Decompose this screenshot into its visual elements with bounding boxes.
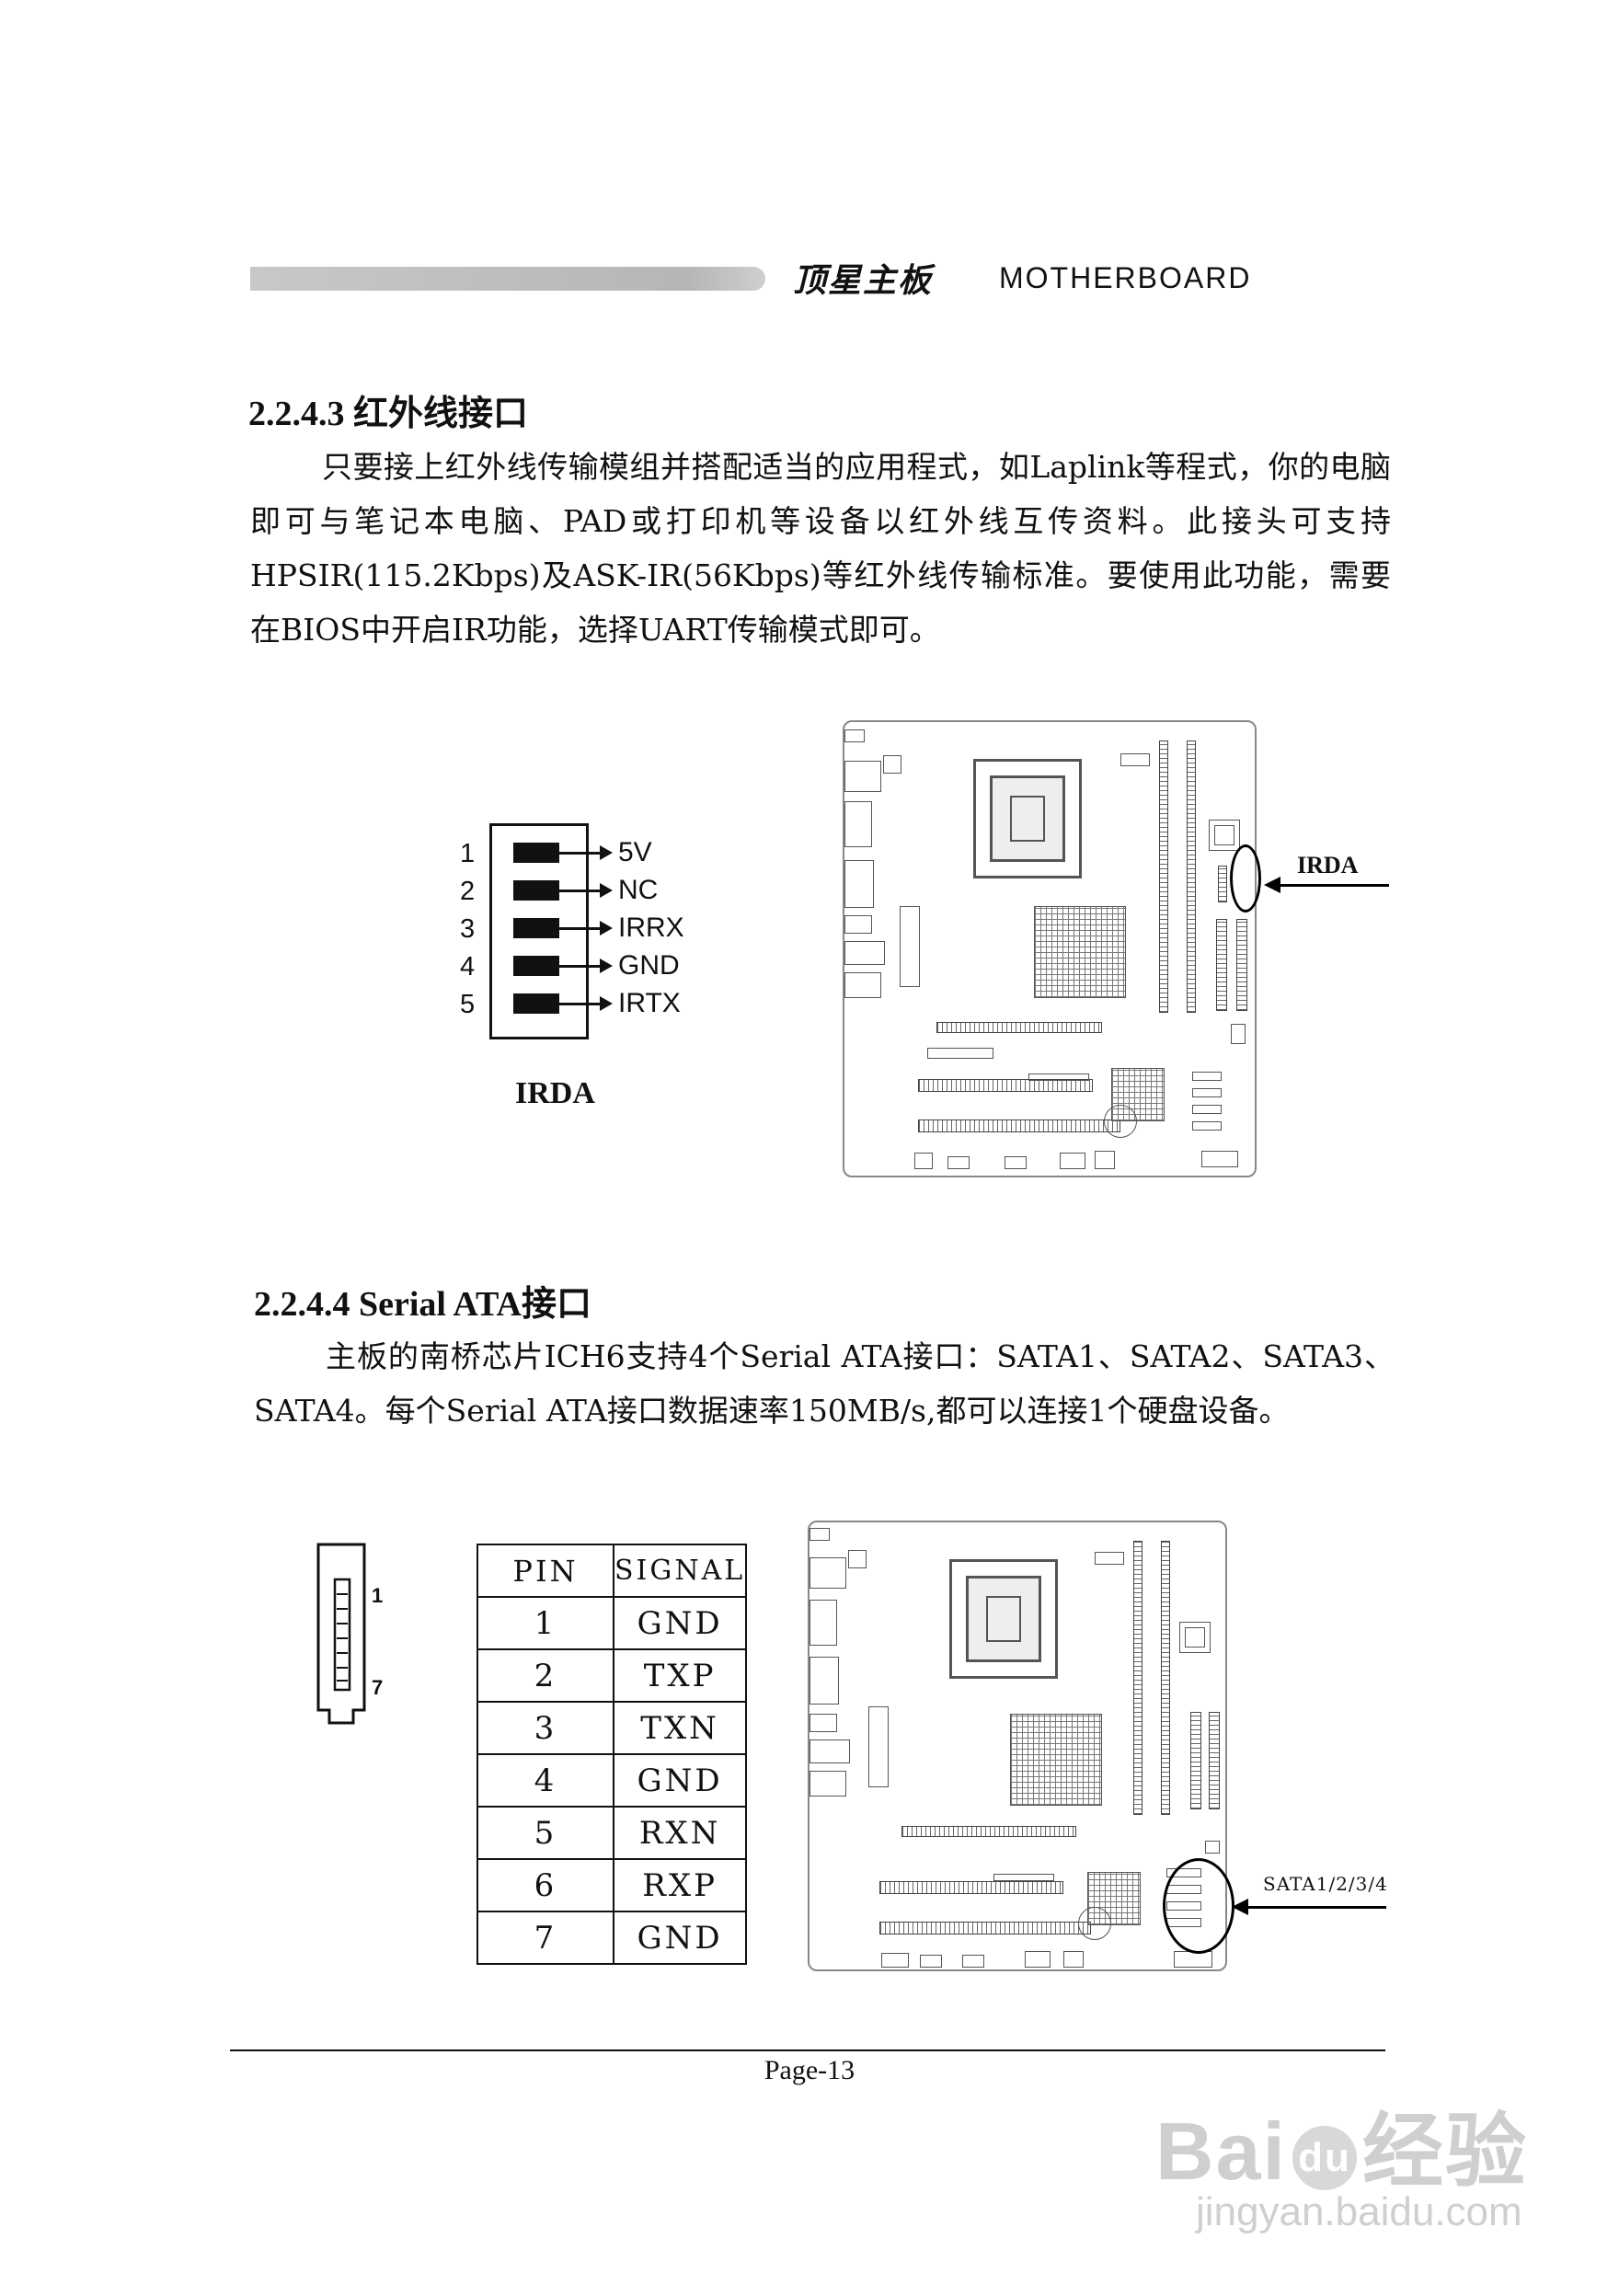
sata-board-label: SATA1/2/3/4 — [1263, 1873, 1388, 1895]
irda-highlight-ring — [1230, 844, 1261, 913]
header-brand: 顶星主板 — [793, 262, 934, 300]
irda-pin-number: 1 — [460, 839, 476, 868]
sata-connector-drawing — [316, 1543, 368, 1727]
header-signal: SIGNAL — [612, 1544, 748, 1598]
sata-pin1-label: 1 — [372, 1584, 384, 1607]
pin-number-cell: 1 — [477, 1596, 614, 1650]
signal-cell: TXN — [612, 1701, 748, 1755]
watermark-url: jingyan.baidu.com — [1196, 2189, 1522, 2234]
paragraph-sata: 主板的南桥芯片ICH6支持4个Serial ATA接口：SATA1、SATA2、… — [254, 1338, 1395, 1429]
pin-number-cell: 7 — [477, 1911, 614, 1965]
header-bar — [250, 267, 765, 291]
irda-pin-signal: IRTX — [618, 988, 681, 1018]
signal-cell: GND — [612, 1596, 748, 1650]
irda-pin-block — [513, 956, 559, 976]
pin-number-cell: 6 — [477, 1858, 614, 1912]
footer-rule — [230, 2049, 1385, 2051]
sata-highlight-ring — [1163, 1858, 1234, 1954]
irda-pin-arrow — [559, 845, 613, 860]
irda-pin-signal: NC — [618, 875, 659, 905]
page-number: Page-13 — [764, 2055, 855, 2085]
section-heading-sata: 2.2.4.4 Serial ATA接口 — [254, 1285, 591, 1324]
sata-pointer-arrow — [1232, 1899, 1386, 1915]
paragraph-irda: 只要接上红外线传输模组并搭配适当的应用程式，如Laplink等程式，你的电脑即可… — [250, 449, 1391, 648]
irda-pin-number: 4 — [460, 952, 476, 982]
irda-pin-row: 2 NC — [460, 875, 662, 906]
irda-pin-signal: IRRX — [618, 913, 684, 943]
watermark-paw: du — [1292, 2125, 1357, 2190]
section-body-irda: 只要接上红外线传输模组并搭配适当的应用程式，如Laplink等程式，你的电脑即可… — [250, 440, 1391, 657]
signal-cell: TXP — [612, 1648, 748, 1703]
irda-pin-arrow — [559, 996, 613, 1011]
irda-connector-outline — [489, 823, 589, 1039]
irda-pin-block — [513, 880, 559, 901]
header-subtitle: MOTHERBOARD — [999, 261, 1252, 294]
irda-pin-signal: GND — [618, 950, 680, 981]
signal-cell: GND — [612, 1753, 748, 1808]
pin-number-cell: 3 — [477, 1701, 614, 1755]
irda-pin-arrow — [559, 959, 613, 973]
motherboard-diagram-sata — [808, 1521, 1227, 1971]
irda-caption: IRDA — [515, 1076, 595, 1110]
signal-cell: RXN — [612, 1806, 748, 1860]
header-pin: PIN — [477, 1544, 614, 1598]
signal-cell: RXP — [612, 1858, 748, 1912]
irda-pin-row: 5 IRTX — [460, 988, 681, 1019]
watermark-cn: 经验 — [1361, 2106, 1528, 2197]
pin-number-cell: 4 — [477, 1753, 614, 1808]
irda-pin-row: 3 IRRX — [460, 913, 684, 944]
motherboard-diagram-irda — [843, 720, 1257, 1177]
irda-pin-signal: 5V — [618, 837, 652, 867]
irda-pin-block — [513, 843, 559, 863]
watermark-brand: Bai — [1155, 2106, 1287, 2197]
irda-pin-arrow — [559, 921, 613, 936]
irda-pin-number: 5 — [460, 990, 476, 1019]
sata-pin7-label: 7 — [372, 1676, 384, 1699]
irda-pin-block — [513, 918, 559, 938]
irda-pin-arrow — [559, 883, 613, 898]
section-body-sata: 主板的南桥芯片ICH6支持4个Serial ATA接口：SATA1、SATA2、… — [254, 1329, 1395, 1438]
signal-cell: GND — [612, 1911, 748, 1965]
pin-number-cell: 2 — [477, 1648, 614, 1703]
pin-number-cell: 5 — [477, 1806, 614, 1860]
section-heading-irda: 2.2.4.3 红外线接口 — [248, 395, 529, 433]
irda-pin-number: 2 — [460, 877, 476, 906]
irda-pin-row: 1 5V — [460, 837, 662, 868]
irda-board-label: IRDA — [1297, 852, 1359, 878]
irda-pin-block — [513, 993, 559, 1014]
irda-pin-row: 4 GND — [460, 950, 680, 982]
irda-pointer-arrow — [1264, 877, 1389, 893]
irda-pin-number: 3 — [460, 914, 476, 944]
